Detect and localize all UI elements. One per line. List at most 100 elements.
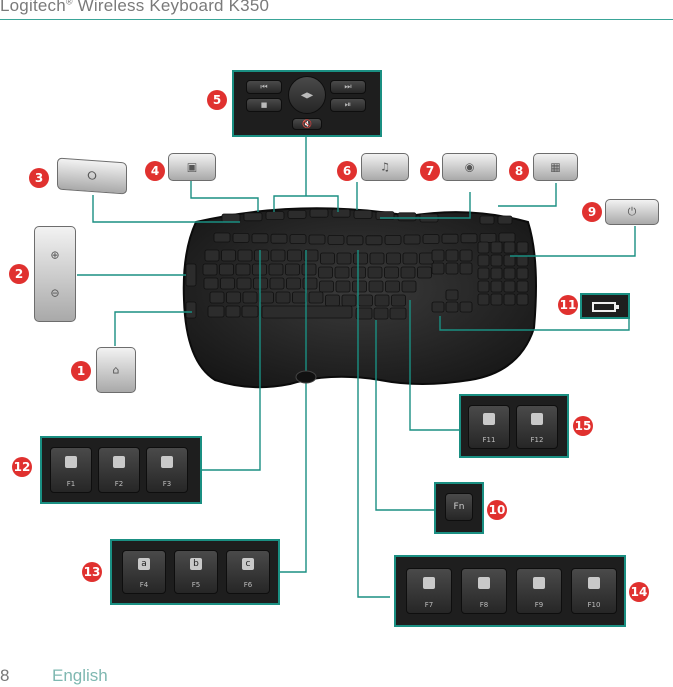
main-key (392, 295, 406, 306)
mute-icon: 🔇 (302, 120, 312, 129)
next-track-key: ⏭ (330, 80, 366, 94)
fn-row-key (404, 235, 420, 244)
main-key (401, 267, 415, 278)
stop-key: ■ (246, 98, 282, 112)
main-key (220, 264, 234, 275)
callout-10: 10 (487, 500, 507, 520)
main-key (420, 253, 434, 264)
main-key (319, 267, 333, 278)
hotkey-7: ◉ (442, 153, 497, 181)
callout-7: 7 (420, 161, 440, 181)
fkey-f12-key: F12 (516, 405, 558, 449)
main-key (236, 264, 250, 275)
volume-icon: ◀▶ (301, 91, 313, 100)
fn-row-key (309, 235, 325, 244)
main-key (386, 281, 400, 292)
callout-1: 1 (71, 361, 91, 381)
main-key (222, 250, 236, 261)
fkey-f4-label: F4 (123, 581, 165, 589)
zoom-icon: ⵔ (87, 169, 97, 183)
callout-11: 11 (558, 295, 578, 315)
fn-row-key (499, 233, 515, 242)
callout-2: 2 (9, 264, 29, 284)
main-key (370, 253, 384, 264)
fn-row-key (271, 234, 287, 243)
main-key (293, 292, 307, 303)
hotkey-strip-key (398, 213, 416, 221)
main-key (255, 250, 269, 261)
fn-row-key (233, 233, 249, 242)
main-key (403, 253, 417, 264)
main-key (243, 292, 257, 303)
fkey-f9-icon (533, 577, 545, 589)
fn-key-panel: Fn (434, 482, 484, 534)
callout-4: 4 (145, 161, 165, 181)
previous-icon: ⏮ (260, 82, 267, 92)
power-icon: ⏻ (628, 205, 637, 219)
play-pause-key: ⏯ (330, 98, 366, 112)
numpad-key (491, 294, 502, 305)
main-key (418, 267, 432, 278)
fn-row-key (290, 235, 306, 244)
main-key (238, 250, 252, 261)
nav-key (460, 250, 472, 261)
fn-key: Fn (445, 493, 473, 521)
menu-key (374, 308, 388, 319)
photo-icon: ▣ (187, 161, 197, 174)
fkey-f1-icon (65, 456, 77, 468)
messenger-icon: ◉ (465, 161, 475, 174)
play-pause-icon: ⏯ (345, 100, 351, 110)
hotkey-8: ▦ (533, 153, 578, 181)
fkey-f12-label: F12 (517, 436, 557, 444)
mute-key: 🔇 (292, 118, 322, 130)
nav-key (432, 263, 444, 274)
fkey-f7-key: F7 (406, 568, 452, 614)
numpad-key (491, 242, 502, 253)
main-key (402, 281, 416, 292)
numpad-key (478, 268, 489, 279)
win-key (226, 306, 240, 317)
main-key (270, 278, 284, 289)
main-key (303, 278, 317, 289)
main-key (336, 281, 350, 292)
arrow-down-key (446, 302, 458, 312)
main-key (320, 281, 334, 292)
hotkey-strip-key (310, 209, 328, 217)
nav-key (446, 250, 458, 261)
fkey-f6-label: F6 (227, 581, 269, 589)
hotkey-1: ⌂ (96, 347, 136, 393)
next-icon: ⏭ (344, 82, 351, 92)
language-label: English (52, 666, 108, 686)
main-key (369, 281, 383, 292)
fn-row-key (423, 235, 439, 244)
nav-key (446, 263, 458, 274)
main-key (335, 267, 349, 278)
fkey-f11-label: F11 (469, 436, 509, 444)
fn-row-key (366, 236, 382, 245)
main-key (210, 292, 224, 303)
main-key (269, 264, 283, 275)
calc-strip-key (498, 216, 512, 224)
music-icon: ♫ (380, 161, 390, 174)
callout-15: 15 (573, 416, 593, 436)
battery-tip (616, 305, 619, 309)
fkey-f5-label: F5 (175, 581, 217, 589)
logo-mark (296, 371, 316, 383)
numpad-key (504, 268, 515, 279)
fkey-f10-key: F10 (571, 568, 617, 614)
arrow-right-key (460, 302, 472, 312)
fkey-f4-key: aF4 (122, 550, 166, 594)
zoom-slider-2: ⊕⊖ (34, 226, 76, 322)
main-key (237, 278, 251, 289)
main-key (204, 278, 218, 289)
numpad-key (478, 255, 489, 266)
fkey-f2-label: F2 (99, 480, 139, 488)
hotkey-strip-key (244, 213, 262, 221)
main-key (276, 292, 290, 303)
fkey-f4-icon: a (138, 558, 150, 570)
volume-dial: ◀▶ (288, 76, 326, 114)
main-key (321, 253, 335, 264)
main-key (353, 281, 367, 292)
hotkey-strip-key (288, 210, 306, 218)
fn-label: Fn (454, 502, 465, 512)
